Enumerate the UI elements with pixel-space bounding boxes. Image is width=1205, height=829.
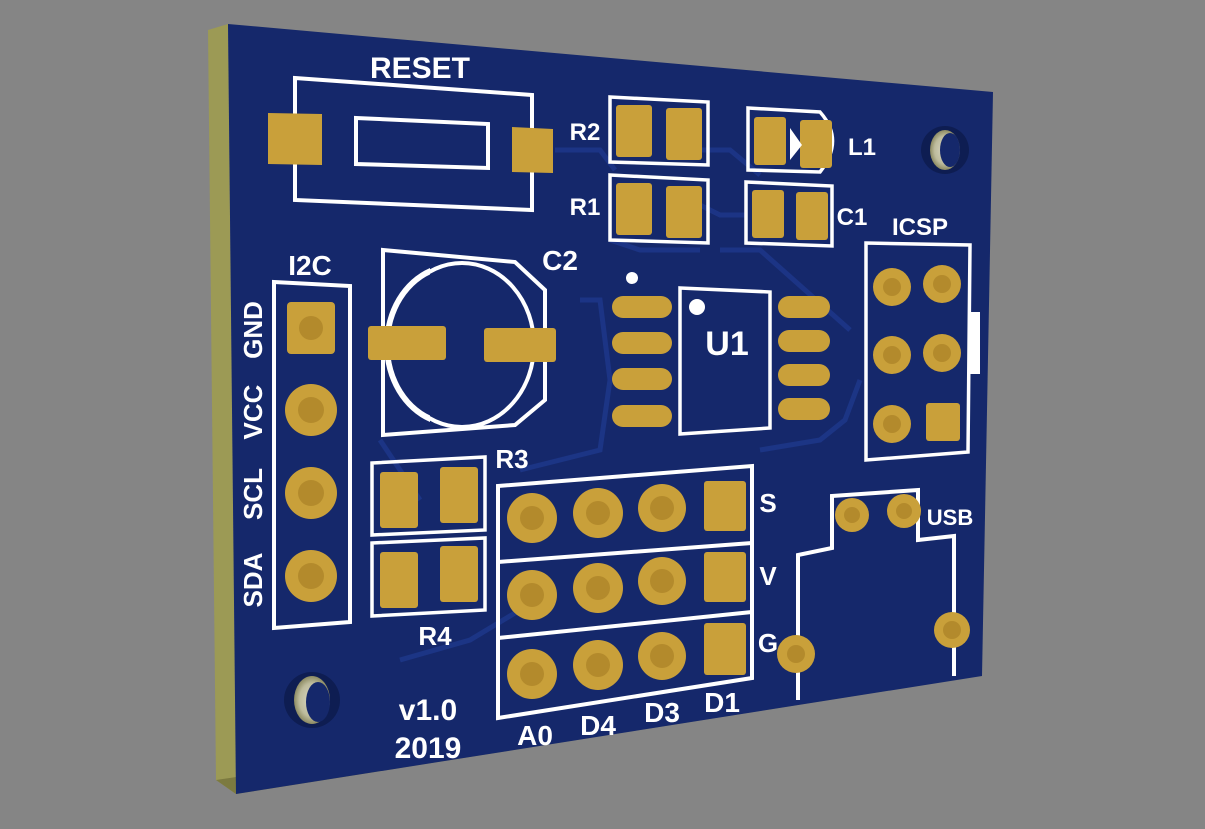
icsp-header-footprint: ICSP <box>864 214 980 462</box>
vcc-label: VCC <box>238 384 268 439</box>
led-l1-footprint: L1 <box>746 106 876 174</box>
capacitor-c2-footprint: C2 <box>368 245 578 438</box>
g-label: G <box>758 628 778 658</box>
l1-label: L1 <box>848 134 876 161</box>
board-edge <box>208 24 236 794</box>
c2-label: C2 <box>542 245 578 276</box>
i2c-label: I2C <box>288 250 332 281</box>
capacitor-c1-footprint: C1 <box>744 180 868 248</box>
version-label: v1.0 <box>399 694 457 727</box>
v-label: V <box>759 561 777 591</box>
year-label: 2019 <box>395 732 462 765</box>
d4-label: D4 <box>580 710 616 741</box>
c1-label: C1 <box>837 204 868 231</box>
icsp-label: ICSP <box>892 214 948 241</box>
resistor-r4-footprint: R4 <box>370 536 487 651</box>
r2-label: R2 <box>570 119 601 146</box>
d1-label: D1 <box>704 687 740 718</box>
scl-label: SCL <box>238 468 268 520</box>
reset-label: RESET <box>370 52 470 85</box>
r4-label: R4 <box>418 621 452 651</box>
resistor-r3-footprint: R3 <box>370 444 529 537</box>
mounting-hole-bottom-left <box>284 672 340 728</box>
reset-button-footprint: RESET <box>268 52 553 213</box>
a0-label: A0 <box>517 720 553 751</box>
mounting-hole-top-right <box>921 126 969 174</box>
resistor-r2-footprint: R2 <box>570 95 710 167</box>
resistor-r1-footprint: R1 <box>570 173 710 245</box>
i2c-header-footprint: I2C GND VCC SCL SDA <box>238 250 352 631</box>
u1-label: U1 <box>705 325 748 363</box>
gnd-label: GND <box>238 301 268 359</box>
ic-u1-footprint: U1 <box>612 272 830 436</box>
usb-label: USB <box>927 505 973 530</box>
r1-label: R1 <box>570 194 601 221</box>
d3-label: D3 <box>644 697 680 728</box>
servo-header-footprint: S V G A0 D4 D3 D1 <box>496 463 778 751</box>
r3-label: R3 <box>495 444 528 474</box>
usb-connector-footprint: USB <box>777 487 973 700</box>
s-label: S <box>759 488 776 518</box>
sda-label: SDA <box>238 552 268 607</box>
